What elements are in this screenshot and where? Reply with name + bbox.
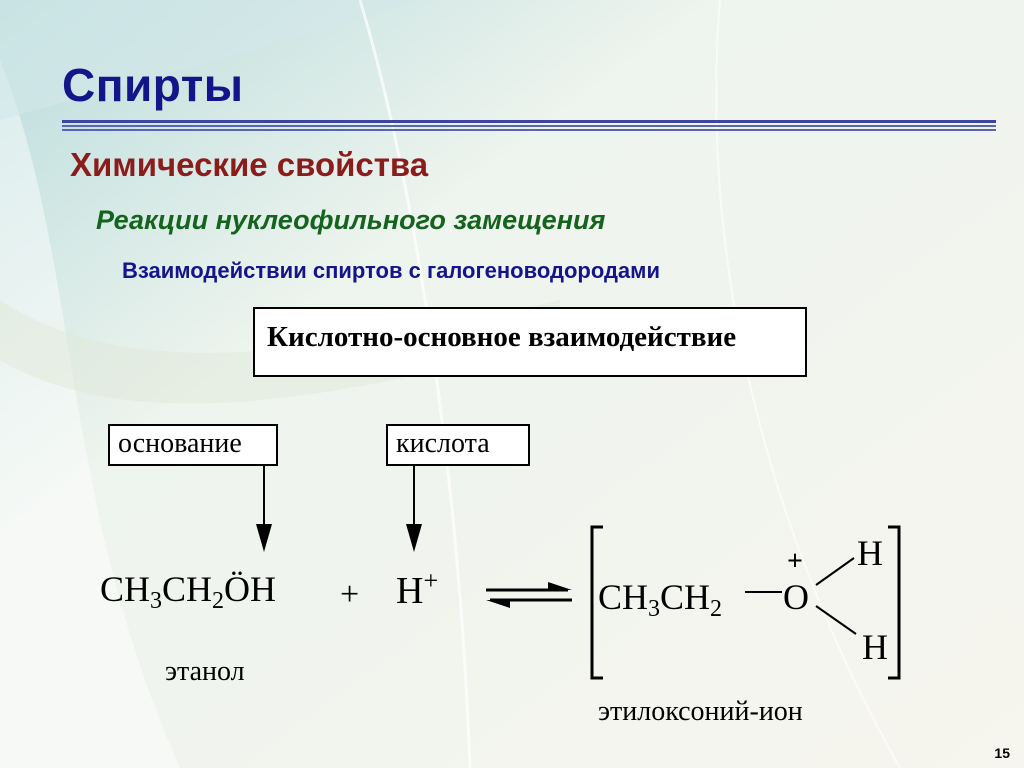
hydrogen-top: H (857, 533, 883, 573)
title-divider (62, 120, 996, 132)
section-heading: Химические свойства (70, 146, 429, 183)
interaction-type-text: Кислотно-основное взаимодействие (267, 321, 737, 353)
hydrogen-bottom: H (862, 627, 888, 667)
right-bracket (888, 525, 901, 680)
base-label: основание (108, 424, 278, 466)
oxonium-chain-formula: CH3CH2 (598, 577, 723, 622)
o-h-bottom-bond (815, 605, 857, 635)
left-bracket (590, 525, 603, 680)
oxonium-name: этилоксоний-ион (598, 696, 803, 727)
page-number: 15 (994, 745, 1010, 761)
equilibrium-arrows (486, 582, 572, 608)
ethanol-formula: CH3CH2ÖH (100, 569, 277, 614)
acid-arrow (406, 466, 422, 552)
slide-title: Спирты (62, 59, 244, 111)
acid-label: кислота (386, 424, 530, 466)
o-h-top-bond (815, 557, 855, 586)
proton: H+ (396, 566, 439, 612)
base-arrow (256, 466, 272, 552)
oxygen-atom: O (783, 577, 809, 617)
oxygen-charge: + (787, 546, 803, 577)
ethanol-name: этанол (165, 656, 245, 687)
interaction-type-box: Кислотно-основное взаимодействие (253, 307, 807, 377)
subsection-heading: Реакции нуклеофильного замещения (96, 205, 606, 235)
plus-sign: + (340, 576, 360, 613)
topic-heading: Взаимодействии спиртов с галогеноводород… (122, 258, 660, 283)
